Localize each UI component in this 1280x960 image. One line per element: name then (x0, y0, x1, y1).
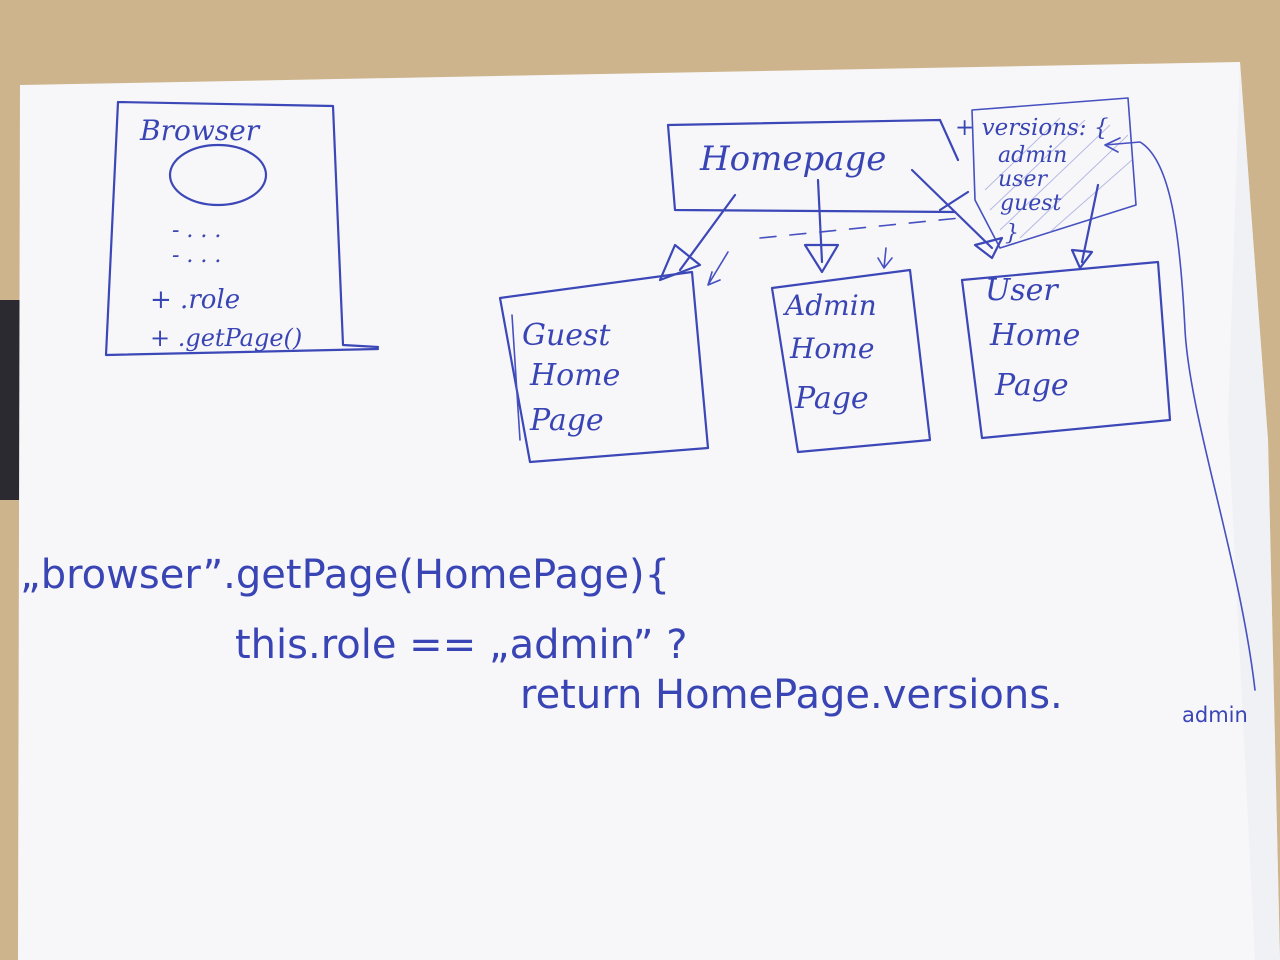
admin-line-3: Page (794, 381, 869, 416)
browser-circle-icon (168, 143, 268, 207)
arrow-versions-to-user (1080, 183, 1100, 264)
code-line-3: return HomePage.versions. (520, 672, 1063, 718)
return-arrow-line (1104, 137, 1256, 691)
user-line-1: User (985, 273, 1059, 308)
browser-member-role: + .role (150, 285, 240, 315)
versions-guest: guest (1000, 191, 1062, 216)
code-line-1: „browser”.getPage(HomePage){ (20, 552, 670, 598)
paper (18, 62, 1280, 960)
guest-line-3: Page (529, 403, 604, 438)
homepage-label: Homepage (699, 139, 886, 179)
user-line-2: Home (989, 318, 1080, 353)
versions-user: user (998, 167, 1048, 192)
browser-member-getpage: + .getPage() (150, 324, 302, 352)
arrow-to-user (910, 168, 994, 250)
browser-title: Browser (139, 114, 261, 147)
homepage-box: Homepage (666, 118, 960, 214)
browser-field-1: - . . . (172, 218, 221, 243)
versions-box: + versions: { admin user guest } (955, 97, 1137, 249)
versions-header: + versions: { (955, 115, 1109, 141)
guest-home-page-box: Guest Home Page (498, 270, 710, 464)
admin-line-1: Admin (782, 289, 877, 322)
code-snippet: „browser”.getPage(HomePage){ this.role =… (20, 552, 1248, 727)
versions-close-brace: } (1005, 221, 1019, 246)
versions-admin: admin (998, 143, 1067, 168)
admin-line-2: Home (789, 332, 874, 365)
code-line-2: this.role == „admin” ? (235, 622, 687, 668)
browser-class-box: Browser - . . . - . . . + .role + .getPa… (104, 100, 380, 357)
guest-line-1: Guest (522, 318, 611, 353)
user-line-3: Page (994, 368, 1069, 403)
arrows (658, 168, 1100, 286)
user-home-page-box: User Home Page (960, 260, 1172, 440)
guest-line-2: Home (529, 358, 620, 393)
admin-home-page-box: Admin Home Page (770, 268, 932, 454)
code-line-3-tail: admin (1182, 703, 1248, 727)
arrow-to-admin (816, 178, 824, 264)
browser-field-2: - . . . (172, 243, 221, 268)
